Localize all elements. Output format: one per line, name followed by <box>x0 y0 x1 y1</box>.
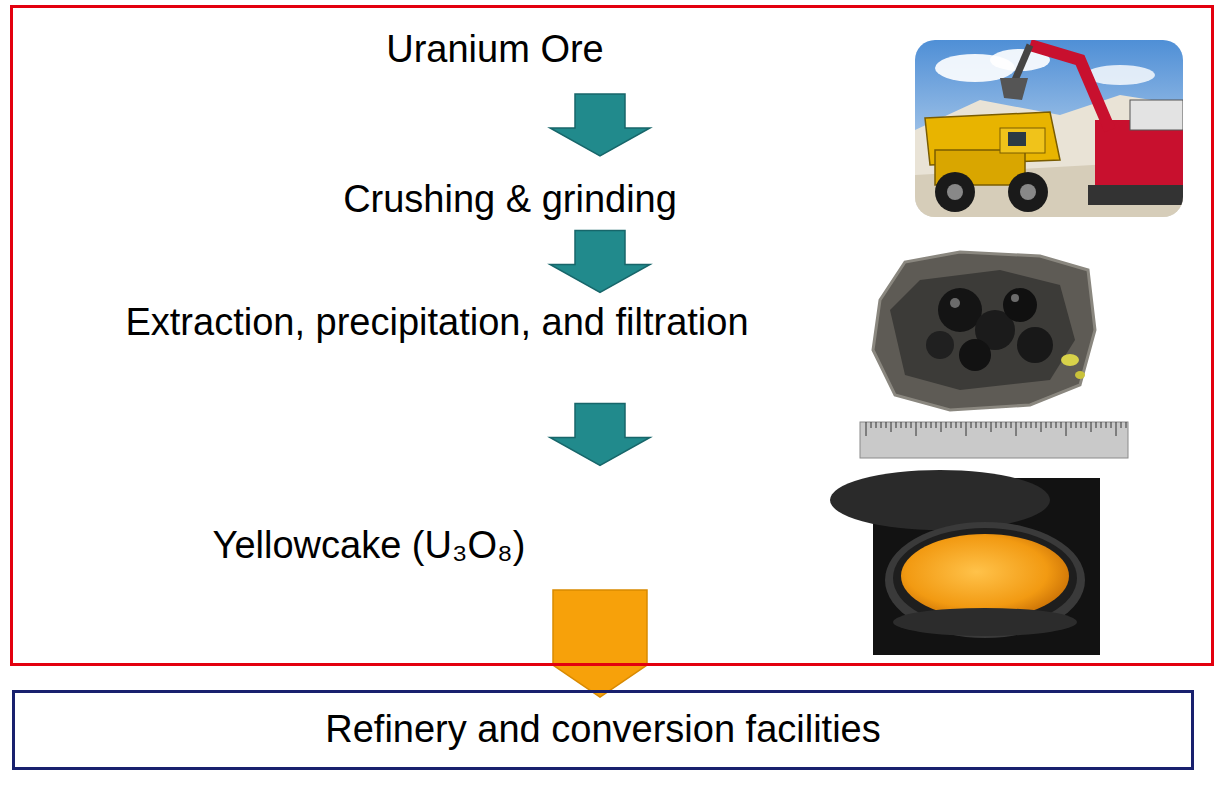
ruler-tick <box>886 422 887 428</box>
ruler-tick <box>1041 422 1042 432</box>
ruler-tick <box>871 422 872 428</box>
ruler-tick <box>941 422 942 432</box>
ruler-tick <box>1011 422 1012 428</box>
ruler-tick <box>966 422 967 436</box>
flow-arrow <box>550 231 650 293</box>
ruler-tick <box>876 422 877 428</box>
ruler-tick <box>1121 422 1122 428</box>
step-label: Crushing & grinding <box>339 178 681 222</box>
ruler-tick <box>1026 422 1027 428</box>
ruler-tick <box>991 422 992 432</box>
step-label: Extraction, precipitation, and filtratio… <box>121 301 752 345</box>
flow-arrow <box>553 590 647 697</box>
flow-arrow <box>550 404 650 466</box>
ruler <box>860 422 1128 458</box>
ore-rock <box>873 252 1095 410</box>
process-step: Uranium Ore <box>378 26 612 74</box>
process-step: Crushing & grinding <box>335 176 685 224</box>
ruler-tick <box>971 422 972 428</box>
ruler-tick <box>1111 422 1112 428</box>
ruler-tick <box>1046 422 1047 428</box>
yellowcake-photo <box>830 470 1100 655</box>
ruler-tick <box>1086 422 1087 428</box>
ruler-tick <box>1116 422 1117 436</box>
ruler-tick <box>961 422 962 428</box>
ruler-tick <box>1076 422 1077 428</box>
ruler-tick <box>981 422 982 428</box>
flow-arrow <box>550 94 650 156</box>
ruler-tick <box>931 422 932 428</box>
ruler-tick <box>901 422 902 428</box>
ruler-tick <box>1081 422 1082 428</box>
ruler-tick <box>1066 422 1067 436</box>
ruler-tick <box>1001 422 1002 428</box>
ruler-tick <box>1056 422 1057 428</box>
ruler-tick <box>911 422 912 428</box>
ruler-tick <box>956 422 957 428</box>
ruler-tick <box>1021 422 1022 428</box>
facility-box: Refinery and conversion facilities <box>12 690 1194 770</box>
step-label: Refinery and conversion facilities <box>321 708 885 752</box>
ruler-tick <box>1106 422 1107 428</box>
ruler-tick <box>1006 422 1007 428</box>
ruler-tick <box>891 422 892 432</box>
ruler-tick <box>936 422 937 428</box>
ruler-tick <box>926 422 927 428</box>
ruler-tick <box>976 422 977 428</box>
ruler-tick <box>1096 422 1097 428</box>
ruler-tick <box>1016 422 1017 436</box>
ruler-tick <box>951 422 952 428</box>
process-step: Yellowcake (U₃O₈) <box>205 522 534 570</box>
ruler-tick <box>1036 422 1037 428</box>
ruler-tick <box>1031 422 1032 428</box>
ruler-tick <box>1051 422 1052 428</box>
ruler-tick <box>881 422 882 428</box>
mine-photo <box>915 40 1183 217</box>
ruler-tick <box>1061 422 1062 428</box>
ruler-tick <box>1101 422 1102 428</box>
step-label: Uranium Ore <box>382 28 608 72</box>
process-step: Extraction, precipitation, and filtratio… <box>117 299 757 347</box>
ruler-tick <box>986 422 987 428</box>
ruler-tick <box>866 422 867 436</box>
ruler-tick <box>996 422 997 428</box>
step-label: Yellowcake (U₃O₈) <box>209 524 530 568</box>
ruler-tick <box>1091 422 1092 432</box>
ruler-tick <box>921 422 922 428</box>
stage-frame: Uranium OreCrushing & grindingExtraction… <box>10 5 1214 666</box>
ruler-tick <box>916 422 917 436</box>
ruler-tick <box>896 422 897 428</box>
ruler-tick <box>1126 422 1127 428</box>
ruler-tick <box>906 422 907 428</box>
ruler-tick <box>1071 422 1072 428</box>
ruler-tick <box>946 422 947 428</box>
